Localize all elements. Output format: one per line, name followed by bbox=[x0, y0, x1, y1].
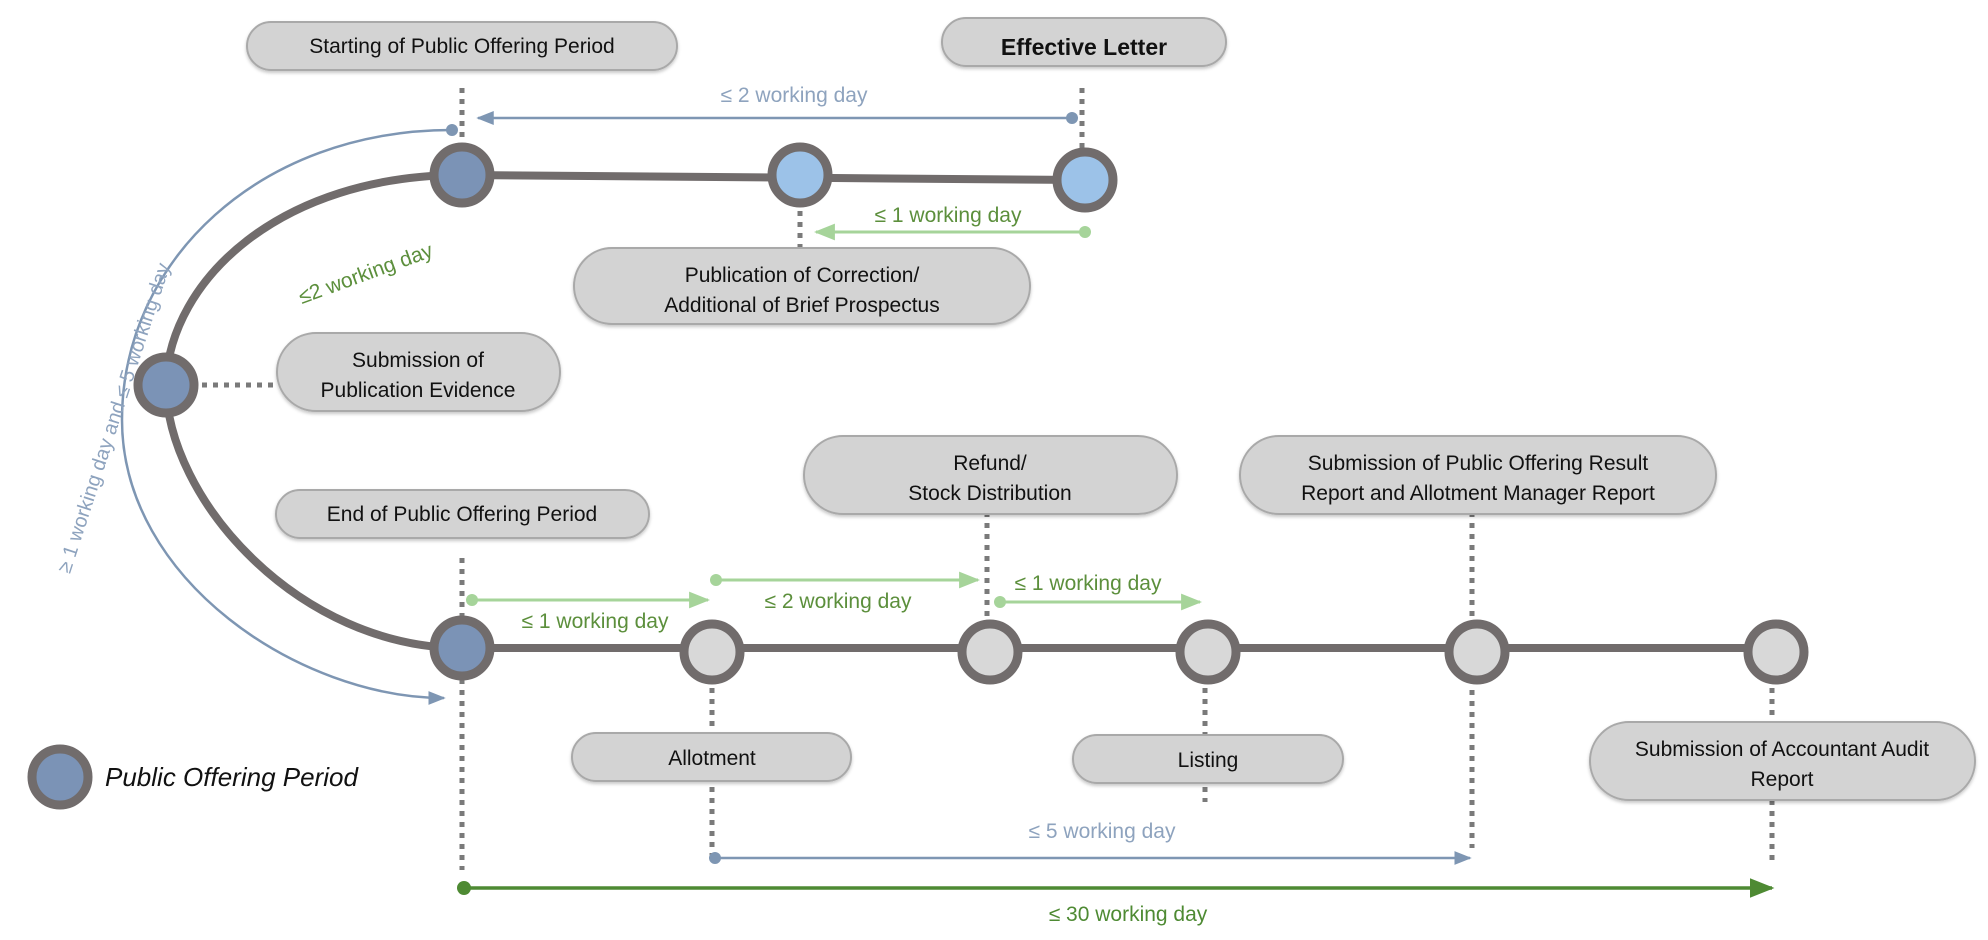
box-result-report-text-1: Submission of Public Offering Result bbox=[1308, 452, 1649, 475]
box-allotment bbox=[571, 732, 852, 782]
box-publication-evidence-text-2: Publication Evidence bbox=[321, 379, 516, 402]
dot-allotment-to-result bbox=[709, 852, 721, 864]
node-audit bbox=[1743, 619, 1809, 685]
node-publication-correction bbox=[767, 142, 833, 208]
dot-effective-to-publication bbox=[1079, 226, 1091, 238]
box-refund-text-2: Stock Distribution bbox=[908, 482, 1071, 505]
box-publication-correction-text-1: Publication of Correction/ bbox=[685, 264, 920, 287]
box-audit bbox=[1589, 721, 1976, 801]
node-result-report bbox=[1444, 619, 1510, 685]
interval-end-to-allotment: ≤ 1 working day bbox=[522, 610, 669, 633]
box-publication-correction-text-2: Additional of Brief Prospectus bbox=[664, 294, 939, 317]
node-allotment bbox=[679, 619, 745, 685]
box-result-report-text-2: Report and Allotment Manager Report bbox=[1301, 482, 1655, 505]
box-end-period bbox=[275, 489, 650, 539]
interval-allotment-to-result: ≤ 5 working day bbox=[1029, 820, 1176, 843]
interval-start-to-evidence: ≤2 working day bbox=[296, 239, 437, 309]
outer-arc-start-dot bbox=[446, 124, 458, 136]
box-start-period-text: Starting of Public Offering Period bbox=[309, 35, 614, 58]
legend-label: Public Offering Period bbox=[105, 762, 359, 792]
node-listing bbox=[1175, 619, 1241, 685]
box-end-period-text: End of Public Offering Period bbox=[327, 503, 597, 526]
box-result-report bbox=[1239, 435, 1717, 515]
interval-effective-to-start: ≤ 2 working day bbox=[721, 84, 868, 107]
box-publication-correction bbox=[573, 247, 1031, 325]
interval-refund-to-listing: ≤ 1 working day bbox=[1015, 572, 1162, 595]
box-effective-letter bbox=[941, 17, 1227, 67]
dot-refund-to-listing bbox=[994, 596, 1006, 608]
dot-end-to-allotment bbox=[466, 594, 478, 606]
node-publication-evidence bbox=[133, 352, 199, 418]
box-audit-text-2: Report bbox=[1750, 768, 1813, 791]
node-effective-letter bbox=[1052, 147, 1118, 213]
interval-effective-to-publication: ≤ 1 working day bbox=[875, 204, 1022, 227]
dot-end-to-audit bbox=[457, 881, 471, 895]
box-publication-evidence-text-1: Submission of bbox=[352, 349, 484, 372]
box-effective-letter-text: Effective Letter bbox=[1001, 34, 1167, 60]
outer-interval-arc bbox=[120, 128, 453, 705]
interval-outer-arc: ≥ 1 working day and ≤ 5 working day bbox=[54, 261, 175, 576]
box-listing-text: Listing bbox=[1178, 749, 1239, 772]
node-start-period bbox=[429, 142, 495, 208]
legend-node bbox=[27, 744, 93, 810]
node-refund bbox=[957, 619, 1023, 685]
interval-allotment-to-refund: ≤ 2 working day bbox=[765, 590, 912, 613]
box-refund bbox=[803, 435, 1178, 515]
box-audit-text-1: Submission of Accountant Audit bbox=[1635, 738, 1929, 761]
dot-allotment-to-refund bbox=[710, 574, 722, 586]
box-refund-text-1: Refund/ bbox=[953, 452, 1027, 475]
dot-effective-to-start bbox=[1066, 112, 1078, 124]
interval-end-to-audit: ≤ 30 working day bbox=[1049, 903, 1208, 926]
box-publication-evidence bbox=[276, 332, 561, 412]
box-start-period bbox=[246, 21, 678, 71]
box-allotment-text: Allotment bbox=[668, 747, 756, 770]
box-listing bbox=[1072, 734, 1344, 784]
node-end-period bbox=[429, 615, 495, 681]
